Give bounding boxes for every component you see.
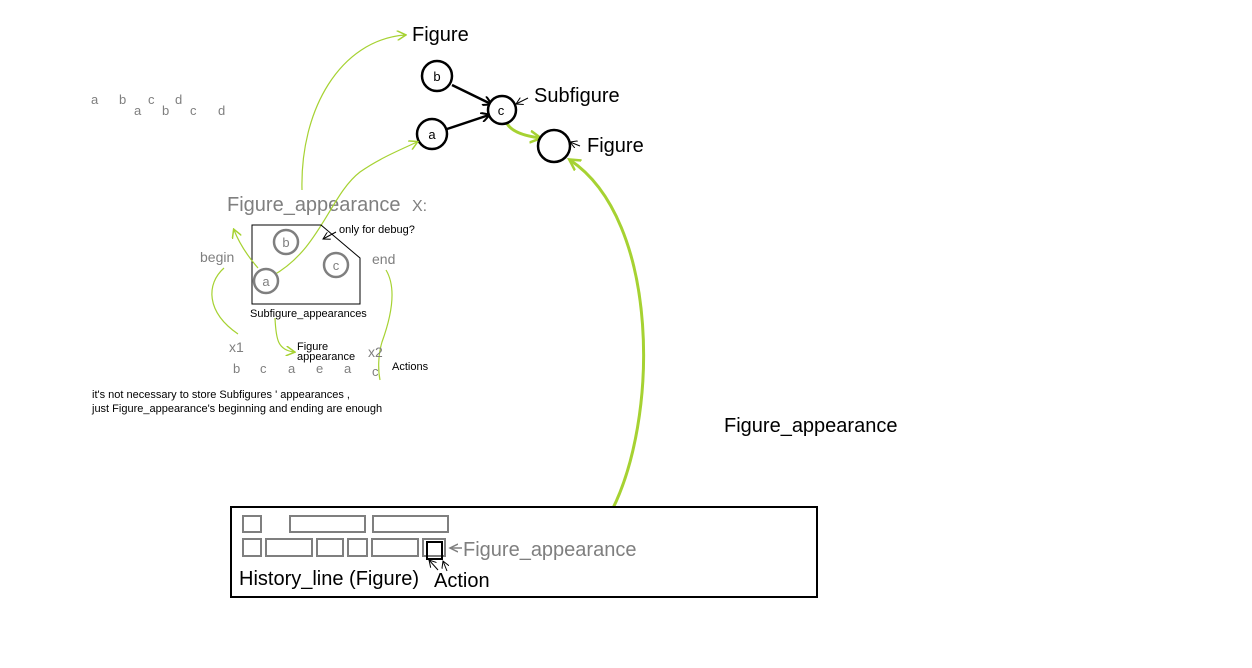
- letter-7: c: [190, 103, 197, 118]
- action-letter-3: a: [288, 361, 296, 376]
- history-line: Figure_appearance History_line (Figure) …: [230, 506, 818, 598]
- note-line-1: it's not necessary to store Subfigures '…: [92, 389, 350, 401]
- history-item: [289, 515, 366, 533]
- figure-appearance-small-1: Figure: [297, 341, 328, 353]
- node-a: a: [415, 117, 449, 151]
- sketch-node-c-label: c: [333, 258, 340, 273]
- appearance-suffix: X:: [412, 198, 427, 215]
- sketch-node-b: b: [272, 228, 300, 256]
- history-item: [347, 538, 368, 557]
- x2-label: x2: [368, 344, 383, 360]
- node-figure: [536, 128, 572, 164]
- node-c: c: [486, 94, 518, 126]
- top-graph: b a c Figure Subfigure Figure: [412, 24, 644, 164]
- subfigure-label: Subfigure: [534, 85, 620, 107]
- subfigure-pointer: [516, 98, 529, 104]
- node-c-label: c: [498, 103, 505, 118]
- letter-2: b: [119, 92, 126, 107]
- history-item: [242, 538, 262, 557]
- action-pointer-2: [443, 561, 447, 572]
- arrow-to-node-a: [271, 142, 417, 277]
- appearance-title: Figure_appearance: [227, 194, 400, 216]
- arrow-to-figure-top: [301, 35, 405, 191]
- letter-4: c: [148, 92, 155, 107]
- history-item-highlighted: [422, 538, 446, 557]
- debug-pointer: [323, 231, 337, 239]
- end-bracket: [378, 269, 393, 381]
- history-item: [316, 538, 344, 557]
- letter-5: b: [162, 103, 169, 118]
- letter-6: d: [175, 92, 182, 107]
- history-item: [265, 538, 313, 557]
- sketch-node-c: c: [322, 251, 350, 279]
- edge-a-to-c: [446, 115, 489, 131]
- figure-appearance-arrow: [274, 317, 294, 352]
- node-a-label: a: [428, 127, 436, 142]
- end-label: end: [372, 251, 395, 267]
- sketch-node-a-label: a: [262, 274, 270, 289]
- letter-8: d: [218, 103, 225, 118]
- begin-bracket: [211, 267, 239, 335]
- debug-note: only for debug?: [339, 224, 415, 236]
- sketch-node-a: a: [252, 267, 280, 295]
- action-label: Action: [434, 570, 490, 592]
- history-line-box: [230, 506, 818, 598]
- begin-arrow: [234, 230, 259, 269]
- node-b-label: b: [433, 69, 440, 84]
- action-letter-5: a: [344, 361, 352, 376]
- subfigure-appearances-label: Subfigure_appearances: [250, 308, 367, 320]
- figure-right-pointer: [570, 142, 581, 146]
- history-to-figure-arrow: [570, 160, 646, 515]
- edge-c-to-figure: [504, 120, 540, 138]
- history-item: [371, 538, 419, 557]
- actions-label: Actions: [392, 361, 429, 373]
- figure-appearance-small-2: appearance: [297, 351, 355, 363]
- history-item: [242, 515, 262, 533]
- sketch-node-b-label: b: [282, 235, 289, 250]
- action-letter-6: c: [372, 364, 379, 379]
- subfigure-box: [251, 224, 361, 305]
- figure-right-label: Figure: [587, 135, 644, 157]
- action-pointer-1: [429, 560, 439, 571]
- middle-figure-appearance-label: Figure_appearance: [724, 415, 897, 437]
- action-letter-2: c: [260, 361, 267, 376]
- history-action: [426, 541, 443, 560]
- appearance-sketch: Figure_appearance X: b c a only for debu…: [200, 35, 429, 381]
- letter-1: a: [91, 92, 99, 107]
- x1-label: x1: [229, 339, 244, 355]
- node-b: b: [420, 59, 454, 93]
- begin-label: begin: [200, 249, 234, 265]
- action-letter-4: e: [316, 361, 323, 376]
- letter-3: a: [134, 103, 142, 118]
- letter-row: a b a c b d c d: [91, 92, 225, 118]
- notes: it's not necessary to store Subfigures '…: [91, 389, 382, 415]
- history-figure-appearance-label: Figure_appearance: [463, 539, 636, 561]
- note-line-2: just Figure_appearance's beginning and e…: [91, 403, 382, 415]
- edge-b-to-c: [451, 83, 491, 104]
- figure-top-label: Figure: [412, 24, 469, 46]
- history-line-title: History_line (Figure): [239, 568, 419, 590]
- action-letter-1: b: [233, 361, 240, 376]
- history-item: [372, 515, 449, 533]
